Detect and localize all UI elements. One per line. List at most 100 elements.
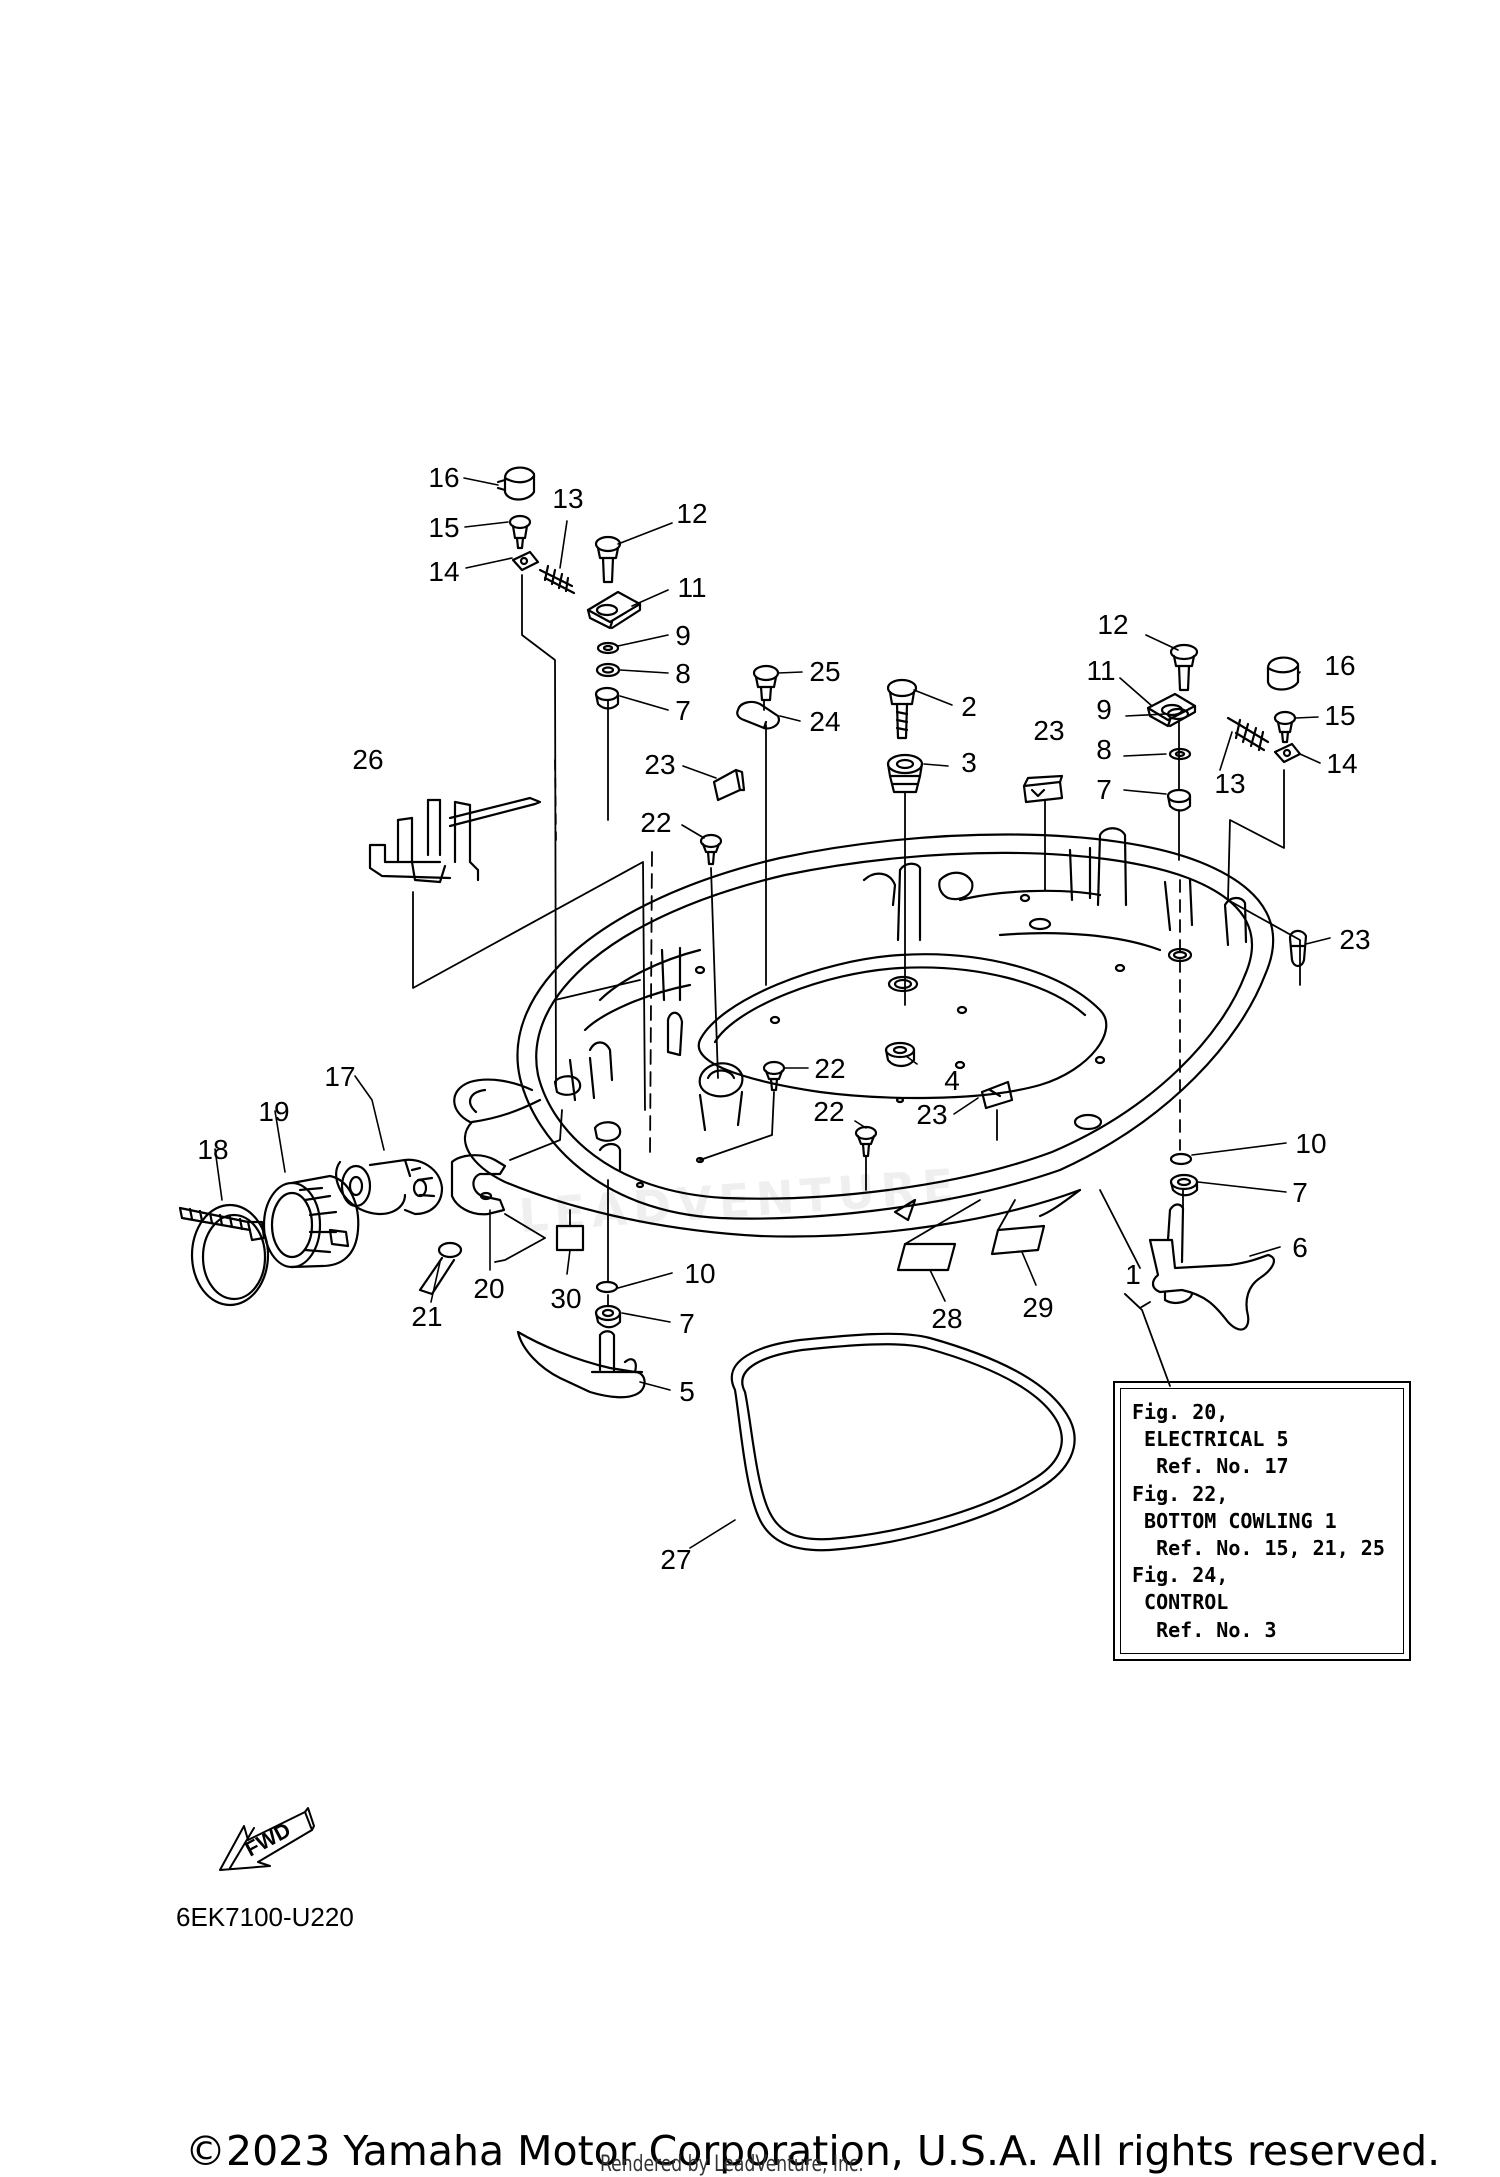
ref-line: Fig. 20, bbox=[1132, 1400, 1229, 1424]
callout-21: 21 bbox=[411, 1301, 442, 1332]
stopper-24 bbox=[736, 700, 780, 730]
tie-18 bbox=[178, 1203, 270, 1307]
callout-22: 22 bbox=[813, 1096, 844, 1127]
callout-9: 9 bbox=[1096, 694, 1112, 725]
callout-22: 22 bbox=[640, 807, 671, 838]
grommet-16-left bbox=[496, 466, 536, 501]
callout-27: 27 bbox=[660, 1544, 691, 1575]
callout-7: 7 bbox=[675, 695, 691, 726]
callout-19: 19 bbox=[258, 1096, 289, 1127]
callout-15: 15 bbox=[1324, 700, 1355, 731]
damper-23-c bbox=[1288, 929, 1308, 968]
collar-7-left bbox=[594, 686, 620, 710]
lever-right bbox=[1148, 1203, 1275, 1331]
callout-10: 10 bbox=[1295, 1128, 1326, 1159]
callout-29: 29 bbox=[1022, 1292, 1053, 1323]
callout-3: 3 bbox=[961, 747, 977, 778]
damper-23-b bbox=[1022, 774, 1064, 804]
damper-23-d bbox=[980, 1080, 1014, 1110]
ref-line: CONTROL bbox=[1132, 1590, 1229, 1615]
rendered-by-notice: Rendered by LeadVenture, Inc. bbox=[600, 2152, 864, 2177]
callout-26: 26 bbox=[352, 744, 383, 775]
screw-21 bbox=[418, 1241, 463, 1296]
washer-9-right bbox=[1166, 707, 1190, 721]
boot-17 bbox=[335, 1158, 444, 1216]
ref-line: Ref. No. 15, 21, 25 bbox=[1132, 1536, 1385, 1561]
bracket-14-right bbox=[1273, 742, 1302, 764]
callout-15: 15 bbox=[428, 512, 459, 543]
callout-12: 12 bbox=[676, 498, 707, 529]
screw-25 bbox=[752, 664, 780, 702]
grommet-3 bbox=[886, 753, 924, 794]
callout-11: 11 bbox=[1086, 655, 1115, 686]
callout-22: 22 bbox=[814, 1053, 845, 1084]
bracket-14-left bbox=[511, 550, 540, 572]
collar-7-right-lower bbox=[1169, 1173, 1199, 1197]
plate-20 bbox=[450, 1154, 507, 1216]
reference-box: Fig. 20, ELECTRICAL 5 Ref. No. 17 Fig. 2… bbox=[1113, 1381, 1411, 1661]
callout-8: 8 bbox=[675, 658, 691, 689]
callout-23: 23 bbox=[1339, 924, 1370, 955]
ref-line: Fig. 24, bbox=[1132, 1563, 1229, 1588]
ring-10-left bbox=[595, 1280, 619, 1294]
callout-12: 12 bbox=[1097, 609, 1128, 640]
callout-4: 4 bbox=[944, 1065, 960, 1096]
reference-box-inner: Fig. 20, ELECTRICAL 5 Ref. No. 17 Fig. 2… bbox=[1120, 1388, 1404, 1654]
callout-numbers: 16 13 12 15 14 11 9 8 7 25 2 24 3 26 23 … bbox=[197, 462, 1370, 1575]
callout-16: 16 bbox=[1324, 650, 1355, 681]
callout-24: 24 bbox=[809, 706, 840, 737]
callout-14: 14 bbox=[1326, 748, 1357, 779]
ref-line: ELECTRICAL 5 bbox=[1132, 1427, 1289, 1452]
callout-16: 16 bbox=[428, 462, 459, 493]
label-29 bbox=[990, 1224, 1046, 1256]
plug-22-c bbox=[854, 1125, 878, 1158]
washer-8-right bbox=[1168, 747, 1192, 761]
band-19 bbox=[262, 1174, 360, 1269]
callout-2: 2 bbox=[961, 691, 977, 722]
ring-10-right bbox=[1169, 1152, 1193, 1166]
callout-30: 30 bbox=[550, 1283, 581, 1314]
screw-15-right bbox=[1273, 710, 1297, 744]
plug-22-a bbox=[699, 833, 723, 866]
screw-15-left bbox=[508, 514, 532, 550]
callout-23: 23 bbox=[644, 749, 675, 780]
lever-left bbox=[516, 1330, 646, 1399]
callout-leaders bbox=[214, 477, 1331, 1549]
callout-5: 5 bbox=[679, 1376, 695, 1407]
callout-1: 1 bbox=[1125, 1259, 1141, 1290]
copyright-notice: ©2023 Yamaha Motor Corporation, U.S.A. A… bbox=[185, 2127, 1441, 2175]
label-30 bbox=[555, 1224, 585, 1252]
spring-13-left bbox=[538, 564, 576, 595]
callout-7: 7 bbox=[679, 1308, 695, 1339]
collar-7-right bbox=[1166, 788, 1192, 812]
callout-25: 25 bbox=[809, 656, 840, 687]
callout-7: 7 bbox=[1292, 1177, 1308, 1208]
clip-26 bbox=[368, 796, 542, 884]
callout-8: 8 bbox=[1096, 734, 1112, 765]
callout-13: 13 bbox=[1214, 768, 1245, 799]
callout-7: 7 bbox=[1096, 774, 1112, 805]
callout-6: 6 bbox=[1292, 1232, 1308, 1263]
hook-11-left bbox=[586, 590, 642, 630]
label-28 bbox=[896, 1242, 957, 1272]
callout-20: 20 bbox=[473, 1273, 504, 1304]
grommet-16-right bbox=[1266, 656, 1300, 691]
ref-line: BOTTOM COWLING 1 bbox=[1132, 1508, 1337, 1533]
fwd-arrow-icon bbox=[219, 1807, 315, 1871]
callout-9: 9 bbox=[675, 620, 691, 651]
callout-18: 18 bbox=[197, 1134, 228, 1165]
callout-28: 28 bbox=[931, 1303, 962, 1334]
callout-23: 23 bbox=[916, 1099, 947, 1130]
washer-9-left bbox=[596, 641, 620, 655]
callout-23: 23 bbox=[1033, 715, 1064, 746]
grommet-4 bbox=[884, 1041, 916, 1068]
callout-14: 14 bbox=[428, 556, 459, 587]
callout-11: 11 bbox=[677, 572, 706, 603]
callout-17: 17 bbox=[324, 1061, 355, 1092]
washer-8-left bbox=[595, 662, 621, 678]
callout-10: 10 bbox=[684, 1258, 715, 1289]
spring-13-right bbox=[1226, 716, 1270, 752]
ref-line: Ref. No. 17 bbox=[1132, 1454, 1289, 1479]
screw-12-right bbox=[1169, 643, 1199, 692]
callout-13: 13 bbox=[552, 483, 583, 514]
